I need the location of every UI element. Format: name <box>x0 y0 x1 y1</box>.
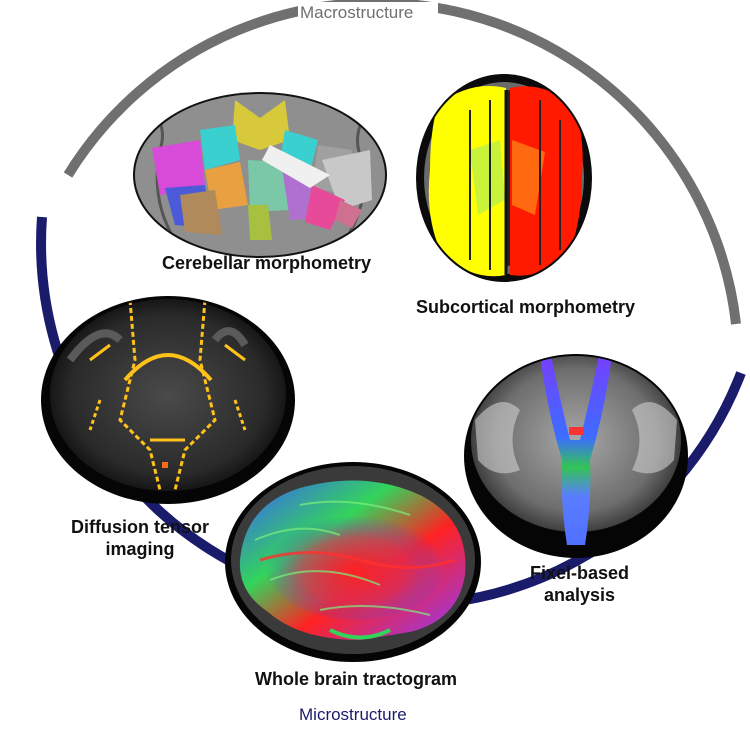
microstructure-label: Microstructure <box>299 705 407 724</box>
whole-brain-tractogram-label: Whole brain tractogram <box>255 669 458 689</box>
macrostructure-ring <box>63 0 741 325</box>
tractogram-image <box>225 462 481 662</box>
subcortical-morphometry-label: Subcortical morphometry <box>416 297 636 317</box>
cerebellar-morphometry-label: Cerebellar morphometry <box>162 253 372 273</box>
fixel-image <box>464 354 688 558</box>
cerebellar-image <box>133 92 387 258</box>
macrostructure-label: Macrostructure <box>300 3 414 22</box>
dti-image <box>41 296 295 504</box>
diffusion-tensor-line: Diffusion tensor <box>71 517 209 537</box>
fixel-based-line: Fixel-based <box>530 563 630 583</box>
fixel-based-analysis-label: Fixel-based analysis <box>530 562 629 606</box>
subcortical-image <box>416 74 592 282</box>
diffusion-tensor-imaging-label: Diffusion tensor imaging <box>71 516 209 560</box>
analysis-line: analysis <box>543 585 616 605</box>
imaging-line: imaging <box>105 539 175 559</box>
